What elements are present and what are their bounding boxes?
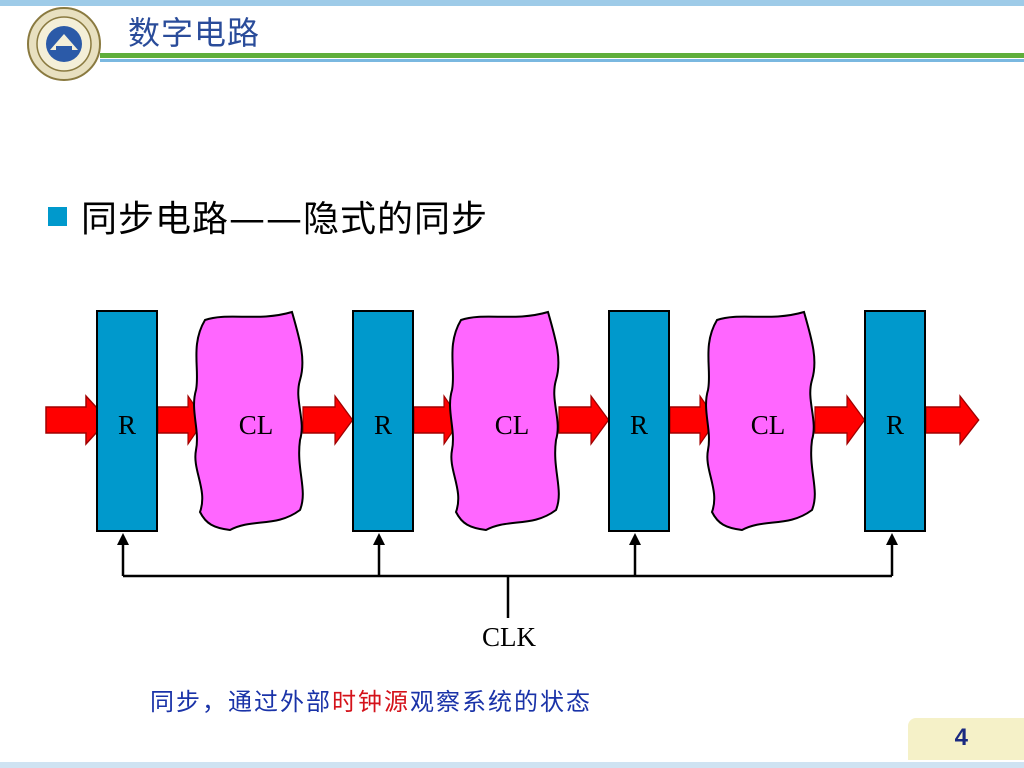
top-decor-strip [0,0,1024,6]
logic-label: CL [751,410,786,440]
header-divider-secondary [100,59,1024,62]
register-block [608,310,670,532]
page-number-box: 4 [908,718,1024,760]
register-label: R [886,410,904,440]
caption-before: 同步，通过外部 [150,688,332,716]
register-label: R [374,410,392,440]
register-block [96,310,158,532]
combinational-logic-block [193,310,304,532]
logic-label: CL [239,410,274,440]
bullet-item: 同步电路——隐式的同步 [48,190,488,242]
bullet-marker [48,206,67,226]
university-logo [27,7,101,81]
clock-arrowheads [117,533,898,545]
register-label: R [630,410,648,440]
bullet-text: 同步电路——隐式的同步 [81,199,489,240]
combinational-logic-block [705,310,816,532]
logic-label: CL [495,410,530,440]
course-title: 数字电路 [128,14,261,52]
page-number: 4 [954,724,968,751]
caption-highlight: 时钟源 [332,688,410,716]
data-arrow [814,395,866,445]
combinational-logic-block [449,310,560,532]
caption-after: 观察系统的状态 [410,688,592,716]
clock-network [121,540,894,618]
register-block [352,310,414,532]
clock-label: CLK [482,622,537,652]
data-arrow [558,395,610,445]
caption: 同步，通过外部时钟源观察系统的状态 [150,682,592,717]
register-block [864,310,926,532]
register-label: R [118,410,136,440]
data-arrow [925,395,980,445]
header-divider [100,53,1024,58]
bottom-decor-strip [0,762,1024,768]
data-arrow [302,395,354,445]
